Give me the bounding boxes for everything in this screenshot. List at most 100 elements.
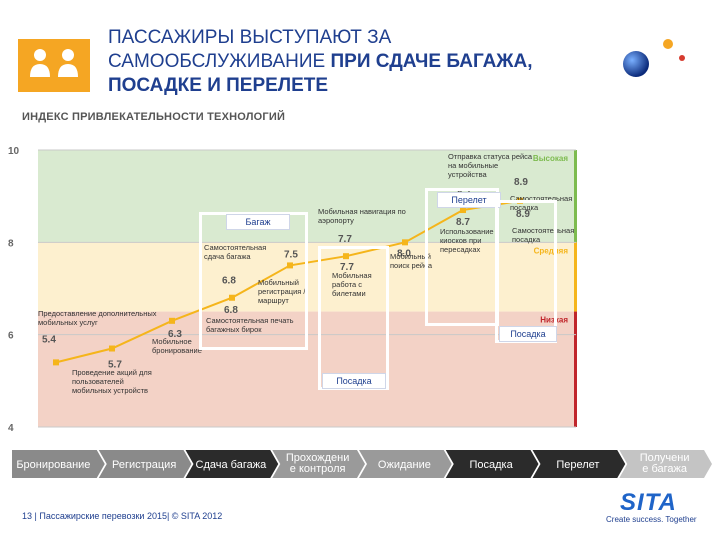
sita-tagline: Create success. Together: [606, 515, 697, 524]
point-desc-0-line-0: Предоставление дополнительных: [38, 309, 157, 318]
ytick-label-2: 6: [8, 331, 14, 342]
stage-arrow-6: [532, 450, 626, 478]
highlight-box-boarding-2: [495, 200, 557, 343]
ytick-label-1: 8: [8, 238, 14, 249]
band-bar-0: [574, 150, 577, 243]
title-line-3-bold: ПОСАДКЕ И ПЕРЕЛЕТЕ: [108, 75, 329, 96]
data-label-5: 7.7: [338, 234, 352, 245]
highlight-box-boarding-1: [318, 246, 389, 390]
point-desc-3-line-1: сдача багажа: [204, 252, 251, 261]
ytick-label-0: 10: [8, 146, 20, 157]
point-desc-4-line-0: Мобильный: [258, 278, 299, 287]
title-line-2-bold: ПРИ СДАЧЕ БАГАЖА,: [330, 51, 533, 72]
point-desc-4-line-2: маршрут: [258, 296, 289, 305]
extra-value-2: 8.7: [456, 217, 470, 228]
tag-baggage: Багаж: [226, 214, 290, 230]
tag-boarding-2: Посадка: [499, 326, 557, 342]
point-desc-1-line-1: пользователей: [72, 377, 124, 386]
passengers-icon: [30, 49, 78, 77]
data-label-2: 6.3: [168, 329, 182, 340]
chart-title: ИНДЕКС ПРИВЛЕКАТЕЛЬНОСТИ ТЕХНОЛОГИЙ: [22, 111, 286, 123]
band-bar-2: [574, 311, 577, 427]
stage-label-6-0: Перелет: [556, 459, 599, 471]
stage-arrow-1: [98, 450, 192, 478]
globe-dot-red: [679, 55, 685, 61]
globe-sphere: [623, 51, 649, 77]
passengers-icon-box: [18, 39, 90, 92]
data-label-0: 5.4: [42, 334, 56, 345]
data-label-4: 7.5: [284, 249, 298, 260]
footer-text: | Пассажирские перевозки 2015| © SITA 20…: [34, 511, 223, 521]
extra-desc-3-line-1: Самостоятельная: [512, 226, 574, 235]
stage-arrow-2: [185, 450, 279, 478]
point-desc-6-line-0: Мобильный: [390, 252, 431, 261]
extra-desc-0-line-1: багажных бирок: [206, 325, 262, 334]
data-point-1: [109, 345, 115, 352]
extra-desc-0-line-0: Самостоятельная печать: [206, 316, 294, 325]
stage-label-0-0: Бронирование: [16, 459, 90, 471]
point-desc-1-line-2: мобильных устройств: [72, 386, 148, 395]
data-label-6: 8.0: [397, 248, 411, 259]
stage-label-3-0: Прохождени: [286, 452, 350, 464]
band-label-0: Высокая: [533, 154, 568, 163]
data-point-5: [343, 253, 349, 260]
data-label-3: 6.8: [222, 276, 236, 287]
globe-dot-orange: [663, 39, 673, 49]
band-bar-1: [574, 242, 577, 312]
band-label-1: Средняя: [534, 246, 569, 255]
extra-value-1: 7.7: [340, 262, 354, 273]
footer: 13 | Пассажирские перевозки 2015| © SITA…: [22, 511, 222, 521]
stage-label-3-1: е контроля: [290, 463, 346, 475]
stage-label-4-0: Ожидание: [378, 459, 431, 471]
stage-label-2-0: Сдача багажа: [196, 459, 268, 471]
data-point-6: [402, 239, 408, 246]
data-point-0: [53, 359, 59, 366]
data-point-2: [169, 317, 175, 324]
point-desc-2-line-0: Мобильное: [152, 337, 192, 346]
stage-label-7-0: Получени: [640, 452, 690, 464]
extra-desc-2-line-1: киосков при: [440, 236, 481, 245]
stage-label-5-0: Посадка: [470, 459, 514, 471]
ytick-label-3: 4: [8, 423, 14, 434]
title-line-1: ПАССАЖИРЫ ВЫСТУПАЮТ ЗА: [108, 27, 392, 48]
extra-value-3: 8.9: [516, 209, 530, 220]
point-desc-3-line-0: Самостоятельная: [204, 243, 266, 252]
data-point-4: [287, 262, 293, 269]
data-point-3: [229, 294, 235, 301]
point-desc-5-line-0: Мобильная навигация по: [318, 207, 406, 216]
stage-arrow-7: [619, 450, 712, 478]
extra-value-0: 6.8: [224, 305, 238, 316]
point-desc-7-line-0: Отправка статуса рейса: [448, 152, 533, 161]
title-line-2: САМООБСЛУЖИВАНИЕ ПРИ СДАЧЕ БАГАЖА,: [108, 50, 588, 74]
data-label-8: 8.9: [514, 177, 528, 188]
stage-arrow-0: [12, 450, 105, 478]
extra-desc-2-line-0: Использование: [440, 227, 494, 236]
globe-logo: [623, 39, 685, 77]
extra-desc-1-line-0: Мобильная: [332, 271, 372, 280]
stage-arrow-3: [272, 450, 365, 478]
point-desc-4-line-1: регистрация /: [258, 287, 306, 296]
extra-desc-3-line-2: посадка: [512, 235, 541, 244]
tag-boarding-1: Посадка: [322, 373, 386, 389]
point-desc-6-line-1: поиск рейса: [390, 261, 433, 270]
extra-desc-2-line-2: пересадках: [440, 245, 480, 254]
point-desc-0-line-1: мобильных услуг: [38, 318, 98, 327]
stage-label-7-1: е багажа: [642, 463, 688, 475]
stage-arrow-5: [445, 450, 539, 478]
stage-label-1-0: Регистрация: [112, 459, 176, 471]
point-desc-8-line-2: посадка: [510, 203, 539, 212]
page-number: 13: [22, 511, 33, 521]
point-desc-7-line-1: на мобильные: [448, 161, 498, 170]
point-desc-5-line-1: аэропорту: [318, 216, 354, 225]
highlight-box-baggage: [199, 212, 308, 350]
title-line-2-normal: САМООБСЛУЖИВАНИЕ: [108, 51, 326, 72]
title-line-3: ПОСАДКЕ И ПЕРЕЛЕТЕ: [108, 74, 588, 98]
tag-flight: Перелет: [437, 192, 501, 208]
sita-logo: SITA: [620, 489, 677, 516]
extra-desc-1-line-1: работа с: [332, 280, 362, 289]
data-label-1: 5.7: [108, 360, 122, 371]
journey-stages: Бронирование Регистрация Сдача багажа Прохо…: [12, 450, 712, 478]
point-desc-7-line-2: устройства: [448, 170, 487, 179]
data-point-7: [460, 207, 466, 214]
point-desc-2-line-1: бронирование: [152, 346, 202, 355]
